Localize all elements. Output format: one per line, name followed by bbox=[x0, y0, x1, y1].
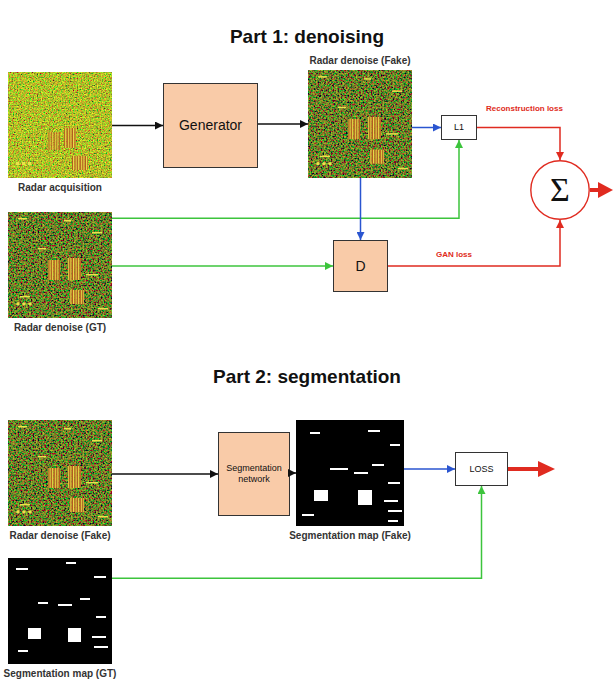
radar-picture bbox=[296, 420, 404, 526]
radar-picture bbox=[8, 558, 112, 664]
connector-arrow bbox=[112, 473, 218, 475]
connector-arrow bbox=[404, 468, 455, 470]
box-label: D bbox=[352, 258, 368, 275]
generator-box: Generator bbox=[163, 83, 258, 168]
box-label: Segmentation network bbox=[219, 463, 289, 485]
connector-arrow bbox=[112, 125, 163, 127]
connector-arrow bbox=[412, 127, 441, 129]
sum-symbol: Σ bbox=[550, 173, 570, 207]
segmentation-image: Segmentation map (Fake) bbox=[296, 420, 404, 526]
box-label: L1 bbox=[451, 122, 467, 133]
loss-label: Reconstruction loss bbox=[486, 104, 563, 113]
output-arrowhead bbox=[538, 461, 555, 477]
connector-arrow bbox=[112, 265, 333, 267]
network-box: Segmentation network bbox=[218, 432, 290, 516]
radar-picture bbox=[8, 420, 112, 526]
connector-arrow bbox=[258, 123, 308, 125]
connector-arrow bbox=[477, 128, 560, 161]
image-caption: Segmentation map (Fake) bbox=[289, 530, 411, 541]
output-arrowhead bbox=[598, 182, 613, 198]
section-heading: Part 1: denoising bbox=[230, 26, 384, 48]
image-caption: Segmentation map (GT) bbox=[4, 668, 117, 679]
image-caption: Radar acquisition bbox=[18, 182, 102, 193]
radar-image: Radar acquisition bbox=[8, 72, 112, 178]
connector-arrow bbox=[388, 220, 560, 266]
output-arrow bbox=[590, 188, 600, 192]
discriminator-box: D bbox=[333, 240, 388, 292]
image-caption: Radar denoise (Fake) bbox=[9, 530, 110, 541]
section-heading: Part 2: segmentation bbox=[213, 366, 401, 388]
radar-picture bbox=[8, 212, 112, 318]
radar-picture bbox=[308, 70, 412, 178]
radar-picture bbox=[8, 72, 112, 178]
image-caption: Radar denoise (Fake) bbox=[309, 55, 410, 66]
radar-image: Radar denoise (Fake) bbox=[308, 70, 412, 178]
segmentation-image: Segmentation map (GT) bbox=[8, 558, 112, 664]
connector-arrow bbox=[360, 178, 362, 240]
sum-circle: Σ bbox=[530, 160, 590, 220]
loss-label: GAN loss bbox=[436, 250, 472, 259]
output-arrow bbox=[508, 467, 540, 471]
image-caption: Radar denoise (GT) bbox=[14, 322, 106, 333]
radar-image: Radar denoise (Fake) bbox=[8, 420, 112, 526]
loss-box: L1 bbox=[441, 115, 477, 140]
connector-arrow bbox=[290, 472, 296, 474]
radar-image: Radar denoise (GT) bbox=[8, 212, 112, 318]
box-label: LOSS bbox=[466, 464, 496, 475]
box-label: Generator bbox=[176, 117, 245, 134]
loss-box: LOSS bbox=[455, 452, 508, 486]
